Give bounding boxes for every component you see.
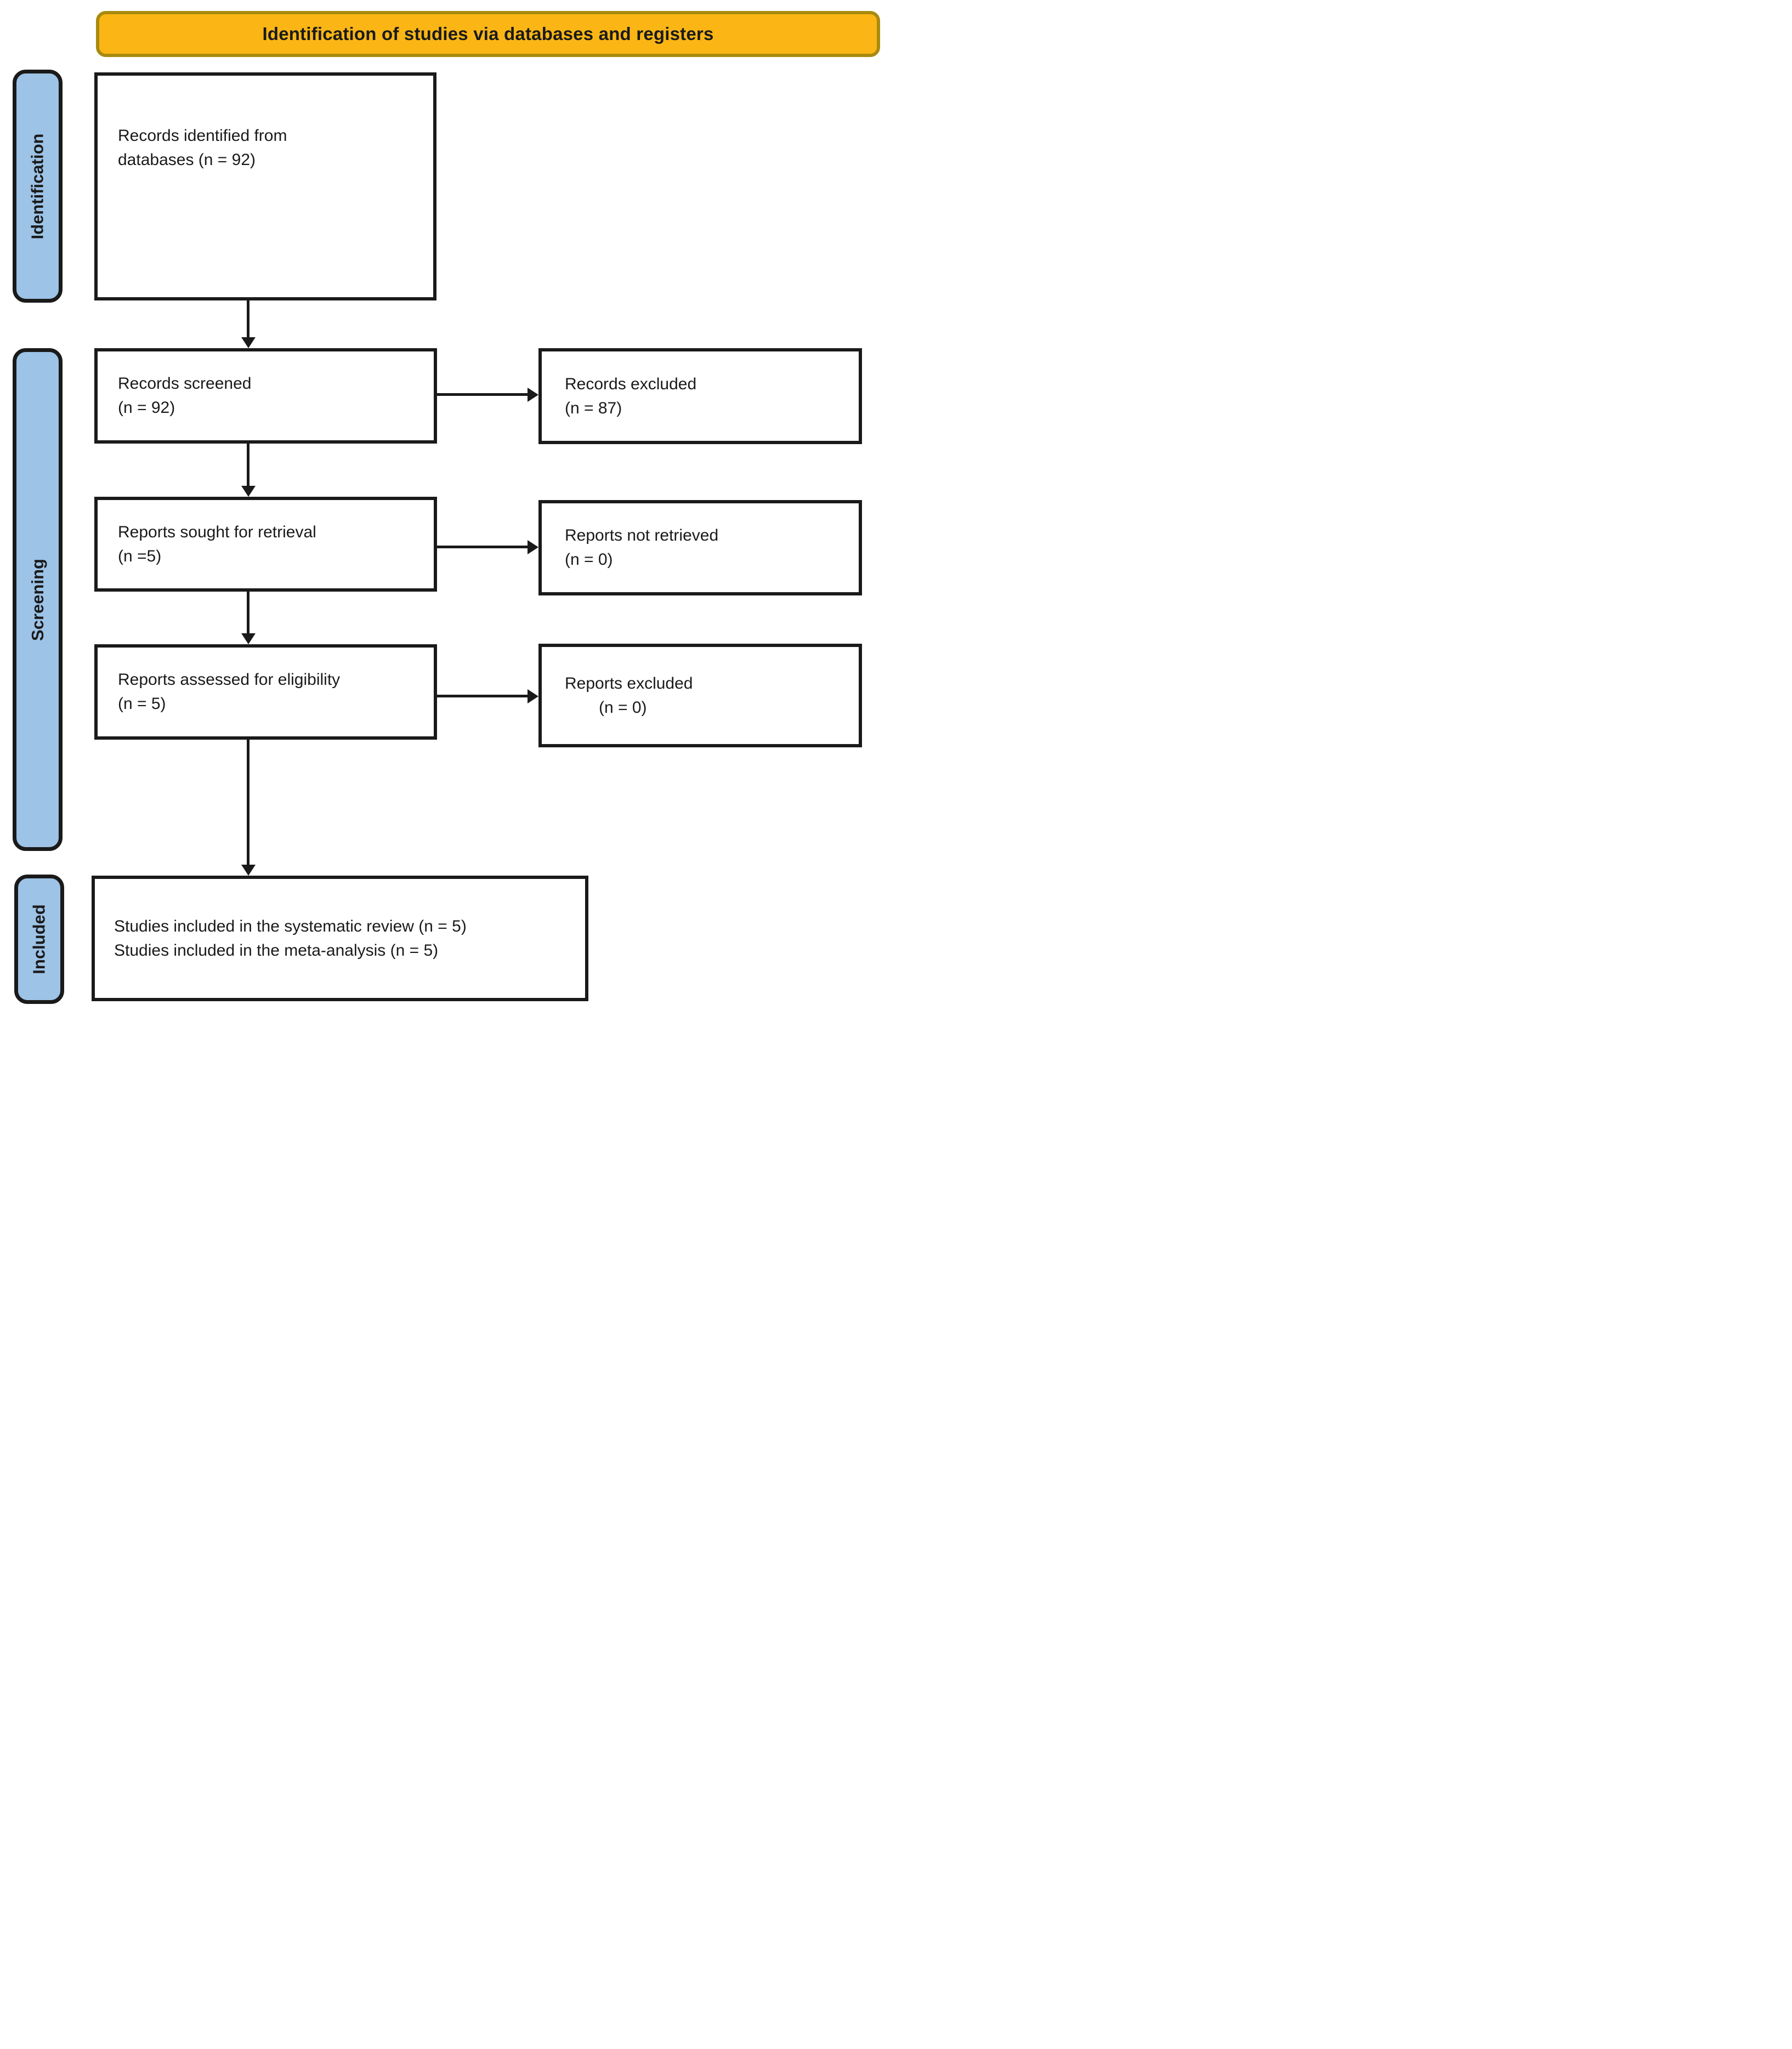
box-records-screened-line2: (n = 92)	[118, 399, 175, 417]
box-reports-assessed: Reports assessed for eligibility (n = 5)	[94, 644, 437, 740]
stage-label-screening-text: Screening	[27, 558, 47, 641]
arrow-sought-to-assessed	[247, 592, 249, 633]
box-reports-not-retrieved-line2: (n = 0)	[565, 550, 613, 569]
stage-label-included-text: Included	[29, 904, 49, 974]
box-reports-excluded-line2: (n = 0)	[599, 698, 647, 717]
stage-label-included: Included	[14, 875, 64, 1004]
box-reports-assessed-line2: (n = 5)	[118, 695, 166, 713]
prisma-flow-diagram: Identification of studies via databases …	[0, 0, 896, 1024]
box-reports-sought-line2: (n =5)	[118, 547, 162, 565]
diagram-title-banner: Identification of studies via databases …	[96, 11, 880, 57]
stage-label-screening: Screening	[13, 348, 63, 851]
box-records-excluded-line1: Records excluded	[565, 374, 697, 393]
stage-label-identification: Identification	[13, 70, 63, 303]
box-records-identified: Records identified from databases (n = 9…	[94, 72, 436, 300]
box-studies-included-line1: Studies included in the systematic revie…	[114, 917, 467, 935]
box-reports-excluded: Reports excluded (n = 0)	[538, 644, 862, 747]
arrow-assessed-to-included	[247, 740, 249, 865]
box-records-identified-line2: databases (n = 92)	[118, 151, 256, 169]
arrow-screened-to-sought	[247, 444, 249, 486]
box-reports-excluded-line1: Reports excluded	[565, 674, 693, 693]
stage-label-identification-text: Identification	[27, 133, 47, 239]
box-records-screened: Records screened (n = 92)	[94, 348, 437, 444]
arrow-sought-to-not-retrieved	[437, 546, 528, 548]
box-records-screened-line1: Records screened	[118, 374, 252, 393]
box-studies-included-line2: Studies included in the meta-analysis (n…	[114, 941, 439, 960]
box-reports-not-retrieved: Reports not retrieved (n = 0)	[538, 500, 862, 595]
arrow-identified-to-screened	[247, 300, 249, 337]
box-reports-sought: Reports sought for retrieval (n =5)	[94, 497, 437, 592]
box-records-identified-line1: Records identified from	[118, 127, 287, 145]
diagram-title: Identification of studies via databases …	[262, 24, 714, 44]
box-studies-included: Studies included in the systematic revie…	[92, 876, 588, 1001]
box-reports-sought-line1: Reports sought for retrieval	[118, 523, 316, 541]
box-records-excluded-line2: (n = 87)	[565, 399, 622, 417]
box-reports-assessed-line1: Reports assessed for eligibility	[118, 671, 341, 689]
box-records-excluded: Records excluded (n = 87)	[538, 348, 862, 444]
arrow-assessed-to-excluded	[437, 695, 528, 697]
box-reports-not-retrieved-line1: Reports not retrieved	[565, 526, 719, 544]
arrow-screened-to-excluded	[437, 393, 528, 396]
